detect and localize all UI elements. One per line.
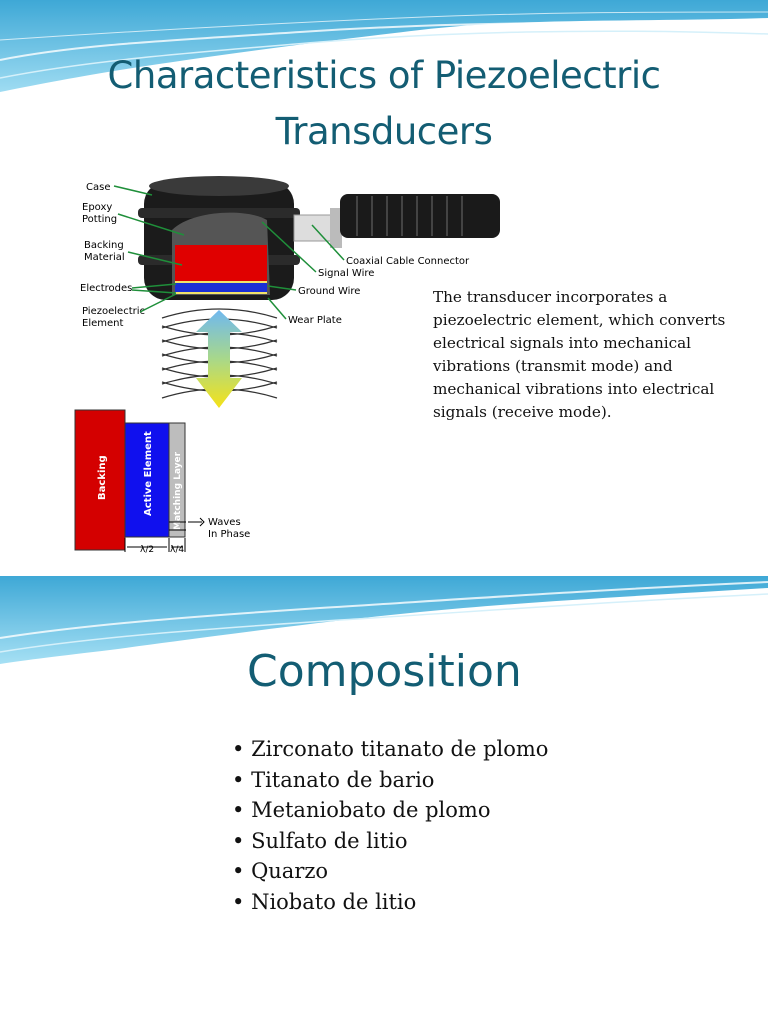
label-material: Material — [84, 252, 125, 263]
label-quarter-lambda: λ/4 — [170, 545, 184, 555]
description-text: The transducer incorporates a piezoelect… — [433, 288, 726, 421]
layer-matching — [168, 422, 186, 538]
label-case: Case — [86, 182, 110, 193]
list-item: Quarzo — [232, 856, 548, 887]
list-item: Metaniobato de plomo — [232, 795, 548, 826]
layer-label-backing: Backing — [97, 455, 108, 500]
label-in-phase: In Phase — [208, 529, 250, 540]
label-epoxy: Epoxy — [82, 202, 112, 213]
label-half-lambda: λ/2 — [140, 545, 154, 555]
transducer-diagram: Case Epoxy Potting Backing Material Elec… — [72, 160, 502, 555]
label-potting: Potting — [82, 214, 117, 225]
label-piezo: Piezoelectric — [82, 306, 145, 317]
list-item: Zirconato titanato de plomo — [232, 734, 548, 765]
label-waves: Waves — [208, 517, 241, 528]
list-item: Titanato de bario — [232, 765, 548, 796]
label-ground: Ground Wire — [298, 286, 360, 297]
backing-material — [175, 245, 267, 283]
composition-list: Zirconato titanato de plomo Titanato de … — [232, 734, 548, 917]
title-line-1: Characteristics of Piezoelectric — [107, 54, 661, 97]
label-coax: Coaxial Cable Connector — [346, 256, 470, 267]
slide-title: Characteristics of Piezoelectric Transdu… — [0, 48, 768, 160]
label-signal: Signal Wire — [318, 268, 374, 279]
slide-characteristics: Characteristics of Piezoelectric Transdu… — [0, 0, 768, 555]
slide-composition: Composition Zirconato titanato de plomo … — [0, 576, 768, 1024]
layer-label-matching: Matching Layer — [173, 451, 183, 530]
header-wave-2 — [0, 576, 768, 664]
label-wear: Wear Plate — [288, 315, 342, 326]
coax-connector — [340, 194, 500, 238]
composition-title: Composition — [247, 646, 522, 697]
header-wave — [0, 0, 768, 92]
vibration-arrow — [196, 310, 242, 408]
label-backing: Backing — [84, 240, 124, 251]
piezo-element — [175, 283, 267, 292]
list-item: Niobato de litio — [232, 887, 548, 918]
layer-label-active: Active Element — [143, 431, 154, 516]
layer-active-element — [124, 422, 170, 538]
list-item: Sulfato de litio — [232, 826, 548, 857]
label-element: Element — [82, 318, 123, 329]
title-line-2: Transducers — [275, 110, 493, 153]
label-electrodes: Electrodes — [80, 283, 132, 294]
